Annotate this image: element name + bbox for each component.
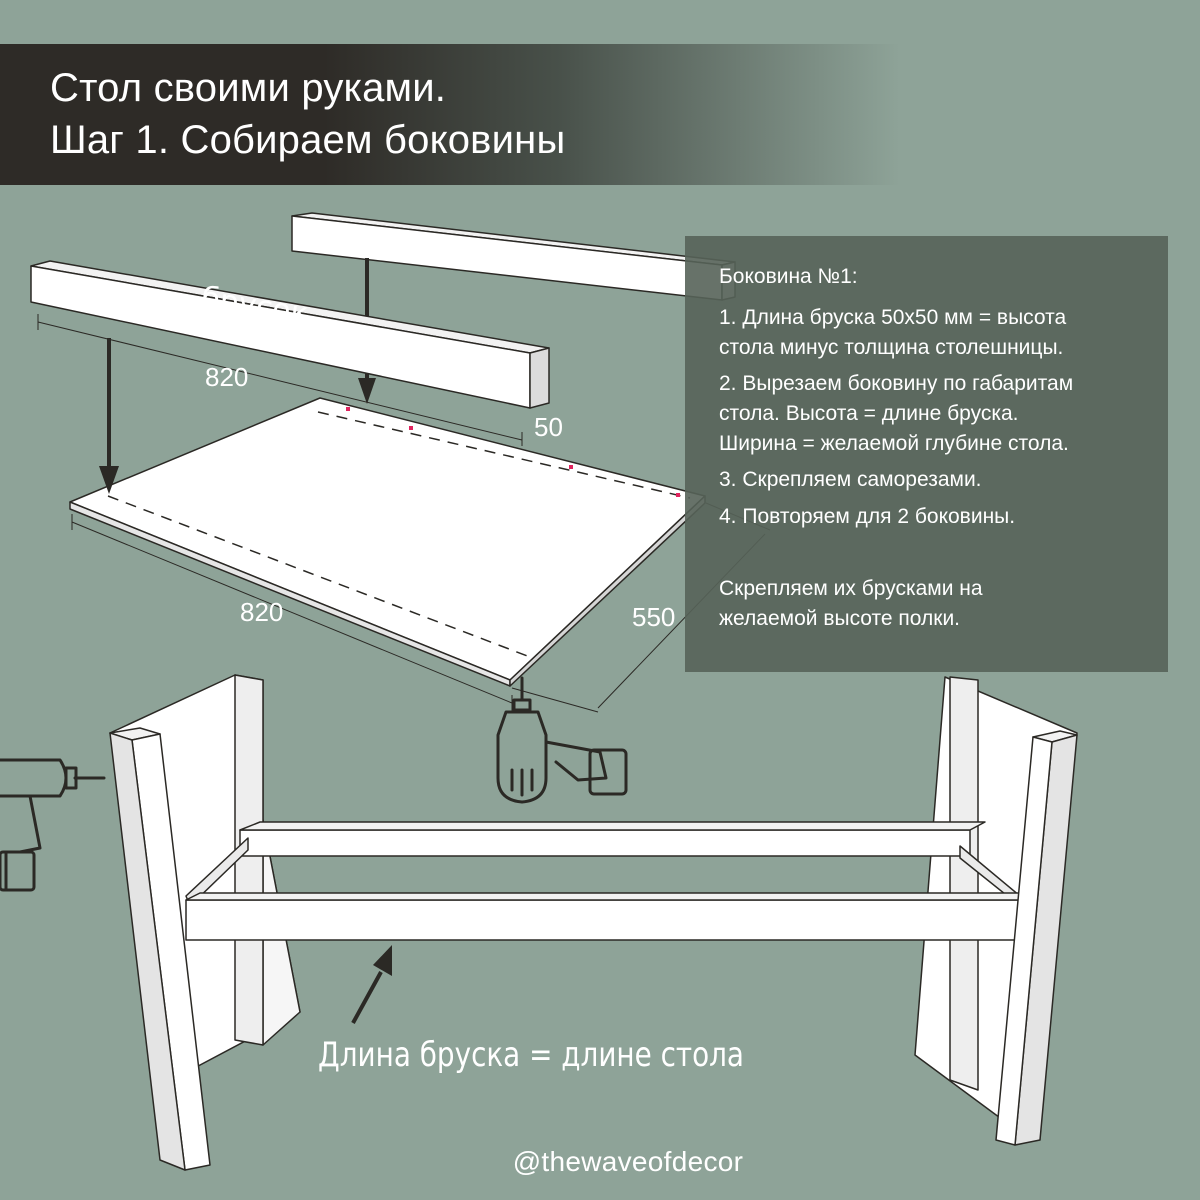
instructions-heading: Боковина №1: <box>719 265 858 288</box>
bar-length-label: 820 <box>205 362 248 392</box>
table-frame <box>109 674 1078 1171</box>
rail-length-note: Длина бруска = длине стола <box>318 1035 744 1075</box>
instruction-line: 1. Длина бруска 50х50 мм = высота <box>719 306 1067 329</box>
screw-marks <box>346 407 680 497</box>
dimension-lines <box>37 314 771 713</box>
page-title: Стол своими руками. <box>50 66 447 110</box>
author-handle: @thewaveofdecor <box>512 1146 744 1177</box>
bar-section-label: 50 <box>534 412 563 442</box>
instruction-line: 3. Скрепляем саморезами. <box>719 468 982 491</box>
board-label: ОСБ <box>375 502 453 543</box>
board-cut-lines <box>107 411 691 658</box>
instruction-line: стола. Высота = длине бруска. <box>719 402 1019 425</box>
instruction-note: желаемой высоте полки. <box>719 607 961 630</box>
drill-icon <box>496 676 628 804</box>
instruction-line: 2. Вырезаем боковину по габаритам <box>719 372 1074 395</box>
instruction-line: 4. Повторяем для 2 боковины. <box>719 505 1016 528</box>
arrow-down-icon <box>99 338 119 494</box>
board-width-label: 550 <box>632 602 675 632</box>
arrow-up-icon <box>351 945 392 1024</box>
page-subtitle: Шаг 1. Собираем боковины <box>50 118 566 162</box>
instruction-note: Скрепляем их брусками на <box>719 577 983 600</box>
top-bar-back <box>291 212 736 301</box>
instruction-line: стола минус толщина столешницы. <box>719 336 1064 359</box>
drill-icon <box>0 758 106 892</box>
instructions-panel <box>685 236 1168 672</box>
bar-front <box>30 260 550 409</box>
instruction-line: Ширина = желаемой глубине стола. <box>719 432 1069 455</box>
title-banner <box>0 44 900 185</box>
osb-board <box>69 397 706 687</box>
board-length-label: 820 <box>240 597 283 627</box>
